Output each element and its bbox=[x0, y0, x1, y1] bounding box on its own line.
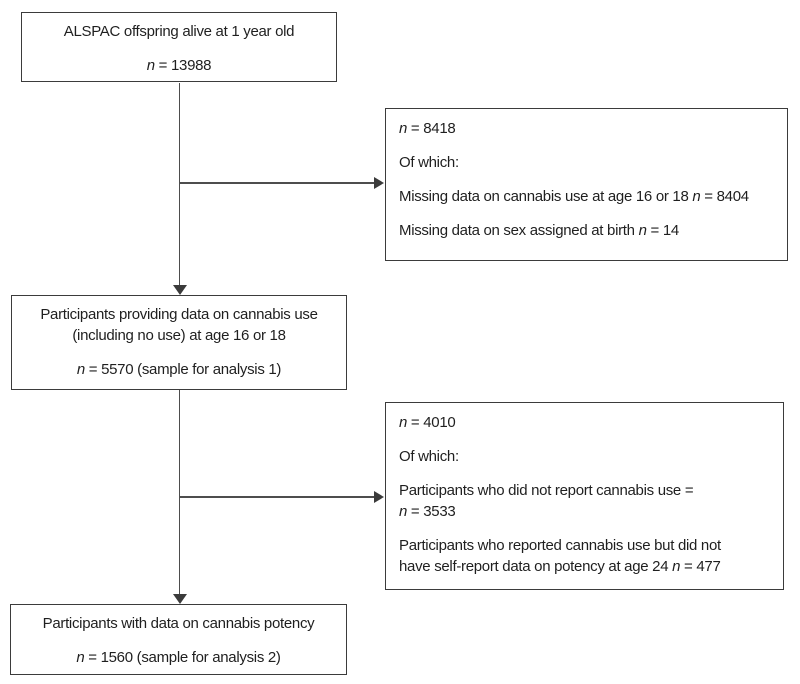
exclusion1-item-2: Missing data on sex assigned at birth n … bbox=[399, 222, 679, 239]
analysis1-n: n = 5570 (sample for analysis 1) bbox=[76, 361, 282, 378]
arrowhead-down-icon bbox=[172, 285, 187, 295]
connector-middle-to-bottom bbox=[178, 390, 180, 595]
arrowhead-right-icon bbox=[374, 490, 384, 503]
arrowhead-right-icon bbox=[374, 176, 384, 189]
enrollment-box: ALSPAC offspring alive at 1 year old n =… bbox=[21, 12, 337, 82]
analysis1-sample-box: Participants providing data on cannabis … bbox=[11, 295, 347, 390]
exclusion2-of-which: Of which: bbox=[399, 448, 459, 465]
exclusion2-item-2: Participants who reported cannabis use b… bbox=[399, 537, 721, 575]
enrollment-title: ALSPAC offspring alive at 1 year old bbox=[63, 23, 295, 40]
exclusion-box-1: n = 8418 Of which: Missing data on canna… bbox=[385, 108, 788, 261]
enrollment-n: n = 13988 bbox=[146, 57, 212, 74]
analysis1-title: Participants providing data on cannabis … bbox=[40, 306, 318, 344]
connector-to-exclusion-2 bbox=[179, 496, 375, 498]
exclusion-box-2: n = 4010 Of which: Participants who did … bbox=[385, 402, 784, 590]
connector-to-exclusion-1 bbox=[179, 182, 375, 184]
exclusion2-item-1: Participants who did not report cannabis… bbox=[399, 482, 694, 520]
analysis2-title: Participants with data on cannabis poten… bbox=[42, 615, 315, 632]
exclusion1-of-which: Of which: bbox=[399, 154, 459, 171]
arrowhead-down-icon bbox=[172, 594, 187, 604]
analysis2-n: n = 1560 (sample for analysis 2) bbox=[76, 649, 281, 666]
connector-top-to-middle bbox=[178, 83, 180, 287]
exclusion2-n: n = 4010 bbox=[399, 414, 456, 431]
analysis2-sample-box: Participants with data on cannabis poten… bbox=[10, 604, 347, 675]
exclusion1-n: n = 8418 bbox=[399, 120, 456, 137]
exclusion1-item-1: Missing data on cannabis use at age 16 o… bbox=[399, 188, 749, 205]
